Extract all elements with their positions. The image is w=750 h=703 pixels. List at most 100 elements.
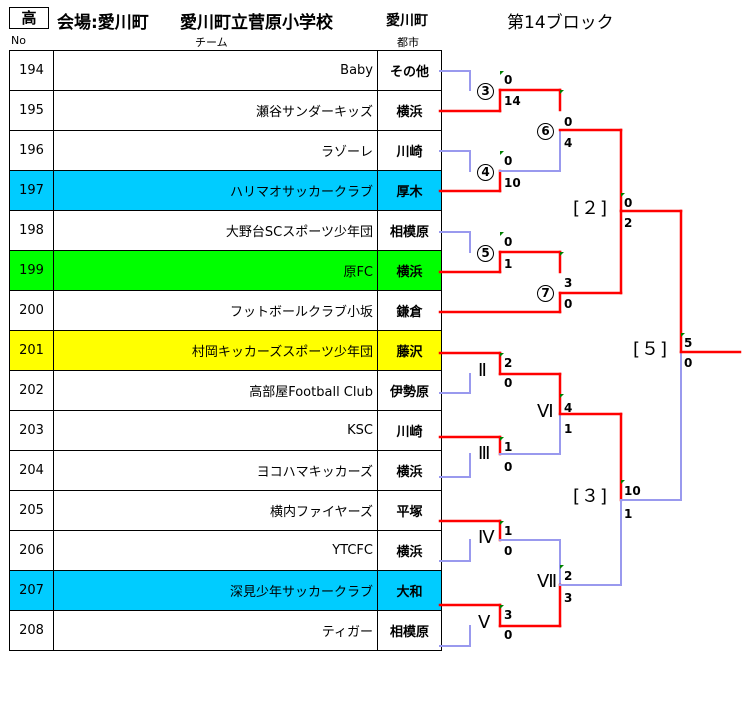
score-top: 0 <box>504 154 513 168</box>
bracket-flags <box>500 71 685 609</box>
block-title: 第14ブロック <box>507 13 614 33</box>
score-bottom: 1 <box>504 257 513 271</box>
team-city: 相模原 <box>377 610 442 651</box>
level-badge: 高 <box>9 7 49 29</box>
comment-marker <box>500 437 504 441</box>
score-bottom: 3 <box>564 591 573 605</box>
comment-marker <box>500 353 504 357</box>
team-number: 207 <box>9 570 54 611</box>
col-header-city: 都市 <box>397 36 419 49</box>
score-top: 3 <box>504 608 513 622</box>
team-name: フットボールクラブ小坂 <box>53 290 378 331</box>
col-header-team: チーム <box>195 36 228 49</box>
match-label: Ⅱ <box>478 360 487 381</box>
comment-marker <box>500 151 504 155</box>
score-bottom: 1 <box>564 422 573 436</box>
match-label: [２] <box>573 198 609 219</box>
team-name: 原FC <box>53 250 378 291</box>
score-top: 0 <box>504 235 513 249</box>
venue-label: 会場:愛川町 <box>57 13 149 33</box>
score-bottom: 10 <box>504 176 521 190</box>
score-top: 10 <box>624 484 641 498</box>
team-city: 横浜 <box>377 90 442 131</box>
score-bottom: 2 <box>624 216 633 230</box>
comment-marker <box>681 333 685 337</box>
score-bottom: 4 <box>564 136 573 150</box>
match-label: [５] <box>633 339 669 360</box>
comment-marker <box>500 521 504 525</box>
team-city: 相模原 <box>377 210 442 251</box>
team-number: 206 <box>9 530 54 571</box>
team-name: 瀬谷サンダーキッズ <box>53 90 378 131</box>
match-label: [３] <box>573 486 609 507</box>
score-bottom: 0 <box>504 544 513 558</box>
comment-marker <box>500 71 504 75</box>
match-label: Ⅳ <box>478 527 495 548</box>
comment-marker <box>560 394 564 398</box>
score-top: 2 <box>504 356 513 370</box>
score-bottom: 0 <box>684 356 693 370</box>
match-label: 4 <box>477 164 494 181</box>
match-label: 3 <box>477 83 494 100</box>
score-top: 5 <box>684 336 693 350</box>
team-city: 伊勢原 <box>377 370 442 411</box>
match-label: 6 <box>537 123 554 140</box>
team-city: 大和 <box>377 570 442 611</box>
comment-marker <box>500 605 504 609</box>
score-top: 1 <box>504 440 513 454</box>
team-name: ラゾーレ <box>53 130 378 171</box>
score-top: 4 <box>564 401 573 415</box>
team-city: 平塚 <box>377 490 442 531</box>
region-label: 愛川町 <box>386 13 428 29</box>
comment-marker <box>621 480 625 484</box>
team-number: 198 <box>9 210 54 251</box>
score-top: 2 <box>564 569 573 583</box>
score-top: 0 <box>624 196 633 210</box>
comment-marker <box>560 565 564 569</box>
comment-marker <box>560 252 564 256</box>
team-number: 200 <box>9 290 54 331</box>
match-label: Ⅵ <box>537 401 554 422</box>
match-label: Ⅲ <box>478 443 491 464</box>
team-name: ヨコハマキッカーズ <box>53 450 378 491</box>
comment-marker <box>560 90 564 94</box>
score-bottom: 0 <box>504 628 513 642</box>
venue-name: 愛川町立菅原小学校 <box>180 13 333 33</box>
comment-marker <box>621 193 625 197</box>
team-name: 横内ファイヤーズ <box>53 490 378 531</box>
score-bottom: 0 <box>564 297 573 311</box>
team-name: 村岡キッカーズスポーツ少年団 <box>53 330 378 371</box>
team-number: 197 <box>9 170 54 211</box>
team-city: 横浜 <box>377 450 442 491</box>
match-label: Ⅶ <box>537 571 558 592</box>
score-top: 1 <box>504 524 513 538</box>
team-city: 鎌倉 <box>377 290 442 331</box>
team-city: 川崎 <box>377 410 442 451</box>
score-top: 0 <box>564 115 573 129</box>
match-label: 5 <box>477 245 494 262</box>
score-bottom: 0 <box>504 376 513 390</box>
score-top: 3 <box>564 276 573 290</box>
team-number: 205 <box>9 490 54 531</box>
score-top: 0 <box>504 73 513 87</box>
team-name: YTCFC <box>53 530 378 571</box>
bracket-lines <box>438 70 742 647</box>
team-number: 203 <box>9 410 54 451</box>
match-label: Ⅴ <box>478 612 491 633</box>
score-bottom: 14 <box>504 94 521 108</box>
